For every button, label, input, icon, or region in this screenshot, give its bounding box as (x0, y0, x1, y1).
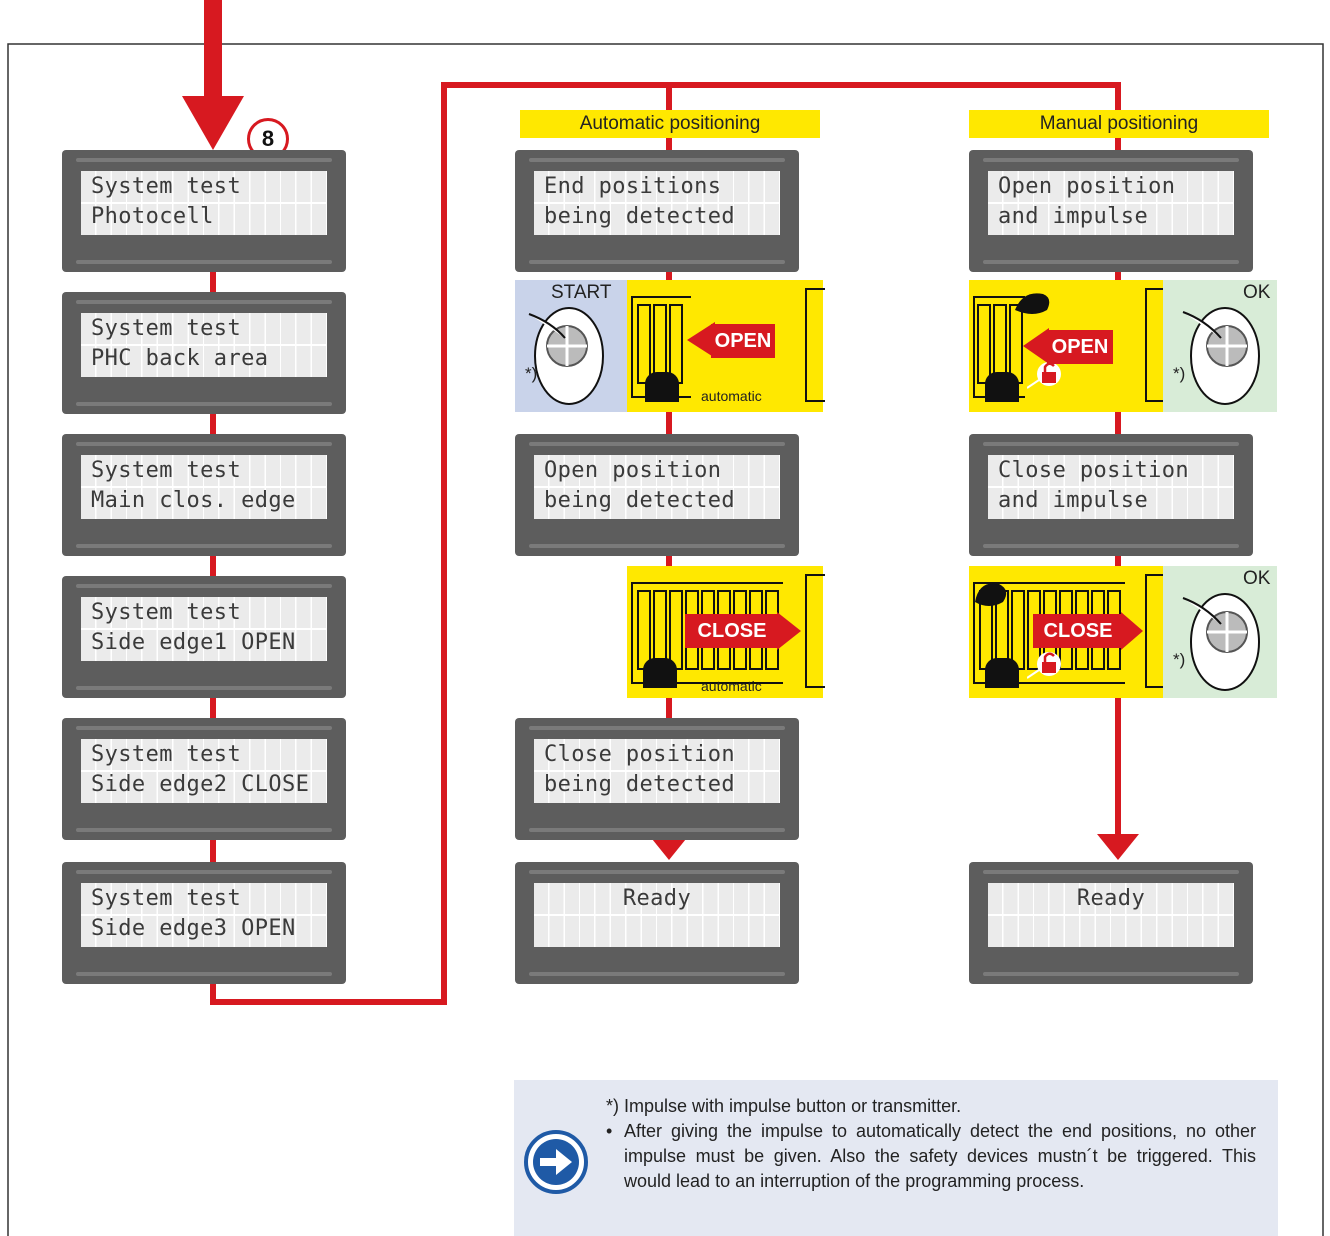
lcd-line-2: Side edge1 OPEN (91, 630, 296, 655)
lcd-line-1: System test (91, 600, 242, 625)
gate-frame (631, 582, 783, 684)
lcd-manual-ready: Ready (969, 862, 1253, 984)
automatic-tag: automatic (701, 678, 762, 694)
gate-post (805, 288, 825, 402)
manual-ready-arrow (1097, 834, 1139, 860)
footnote-mark: *) (1173, 364, 1186, 383)
lcd-line-2: Main clos. edge (91, 488, 296, 513)
lcd-line-2: Side edge2 CLOSE (91, 772, 310, 797)
manual-open-panel: OPEN OK *) (969, 280, 1277, 412)
remote-control-icon (528, 307, 604, 405)
lcd-line-1: System test (91, 742, 242, 767)
lcd-line-1: System test (91, 316, 242, 341)
close-arrow-head-icon (777, 612, 801, 650)
hand-icon (1015, 293, 1050, 314)
automatic-tag: automatic (701, 388, 762, 404)
ok-label: OK (1243, 282, 1271, 303)
unlock-icon (1027, 362, 1061, 389)
manual-positioning-label: Manual positioning (969, 110, 1269, 138)
lcd-line-1: Close position (544, 742, 736, 767)
open-arrow-head-icon (1023, 328, 1049, 364)
lcd-line-1: Ready (1076, 886, 1146, 911)
automatic-positioning-label: Automatic positioning (520, 110, 820, 138)
ok-label: OK (1243, 568, 1271, 589)
lcd-line-2: being detected (544, 488, 736, 513)
lcd-line-1: Close position (998, 458, 1190, 483)
outer-frame (7, 43, 1324, 1236)
lcd-line-2: and impulse (998, 204, 1149, 229)
close-arrow-label: CLOSE (685, 614, 779, 648)
lcd-line-1: System test (91, 458, 242, 483)
remote-control-icon (1182, 593, 1260, 691)
lcd-line-2: being detected (544, 772, 736, 797)
entry-arrow-head (182, 96, 244, 150)
auto-ready-arrow (648, 834, 690, 860)
gate-motor-icon (645, 372, 679, 402)
lcd-close-position-detected: Close position being detected (515, 718, 799, 840)
lcd-open-position-detected: Open position being detected (515, 434, 799, 556)
start-label: START (551, 282, 612, 303)
lcd-line-2: being detected (544, 204, 736, 229)
lcd-line-1: Open position (544, 458, 722, 483)
gate-frame (973, 582, 1125, 684)
close-arrow-head-icon (1121, 612, 1143, 650)
open-arrow-label: OPEN (711, 324, 775, 358)
gate-post (1145, 574, 1165, 688)
lcd-manual-open-position: Open position and impulse (969, 150, 1253, 272)
gate-post (805, 574, 825, 688)
unlock-icon (1027, 652, 1061, 679)
footnote-mark: *) (1173, 650, 1186, 669)
hand-icon (975, 583, 1007, 606)
lcd-line-1: System test (91, 886, 242, 911)
note-footnote: *) Impulse with impulse button or transm… (606, 1096, 962, 1116)
lcd-line-1: End positions (544, 174, 722, 199)
lcd-line-1: Open position (998, 174, 1176, 199)
lcd-auto-ready: Ready (515, 862, 799, 984)
footnote-mark: *) (525, 364, 538, 383)
lcd-line-1: System test (91, 174, 242, 199)
arrow-right-circle-icon (524, 1130, 588, 1194)
gate-motor-icon (985, 372, 1019, 402)
note-bullet: After giving the impulse to automaticall… (606, 1119, 1256, 1194)
lcd-line-2: PHC back area (91, 346, 269, 371)
remote-control-icon (1182, 307, 1260, 405)
manual-close-panel: CLOSE OK *) (969, 566, 1277, 698)
gate-motor-icon (643, 658, 677, 688)
auto-close-panel: CLOSE automatic (627, 566, 825, 698)
lcd-line-2: Photocell (91, 204, 214, 229)
open-arrow-label: OPEN (1047, 330, 1113, 364)
entry-arrow-shaft (204, 0, 222, 100)
gate-post (1145, 288, 1165, 402)
lcd-line-1: Ready (622, 886, 692, 911)
open-arrow-head-icon (687, 322, 715, 358)
lcd-end-positions: End positions being detected (515, 150, 799, 272)
close-arrow-label: CLOSE (1033, 614, 1123, 648)
lcd-line-2: and impulse (998, 488, 1149, 513)
lcd-line-2: Side edge3 OPEN (91, 916, 296, 941)
info-note: *) Impulse with impulse button or transm… (514, 1080, 1278, 1236)
auto-open-panel: START *) OPEN automatic (515, 280, 825, 412)
lcd-manual-close-position: Close position and impulse (969, 434, 1253, 556)
gate-motor-icon (985, 658, 1019, 688)
main-wire (210, 82, 1121, 1005)
